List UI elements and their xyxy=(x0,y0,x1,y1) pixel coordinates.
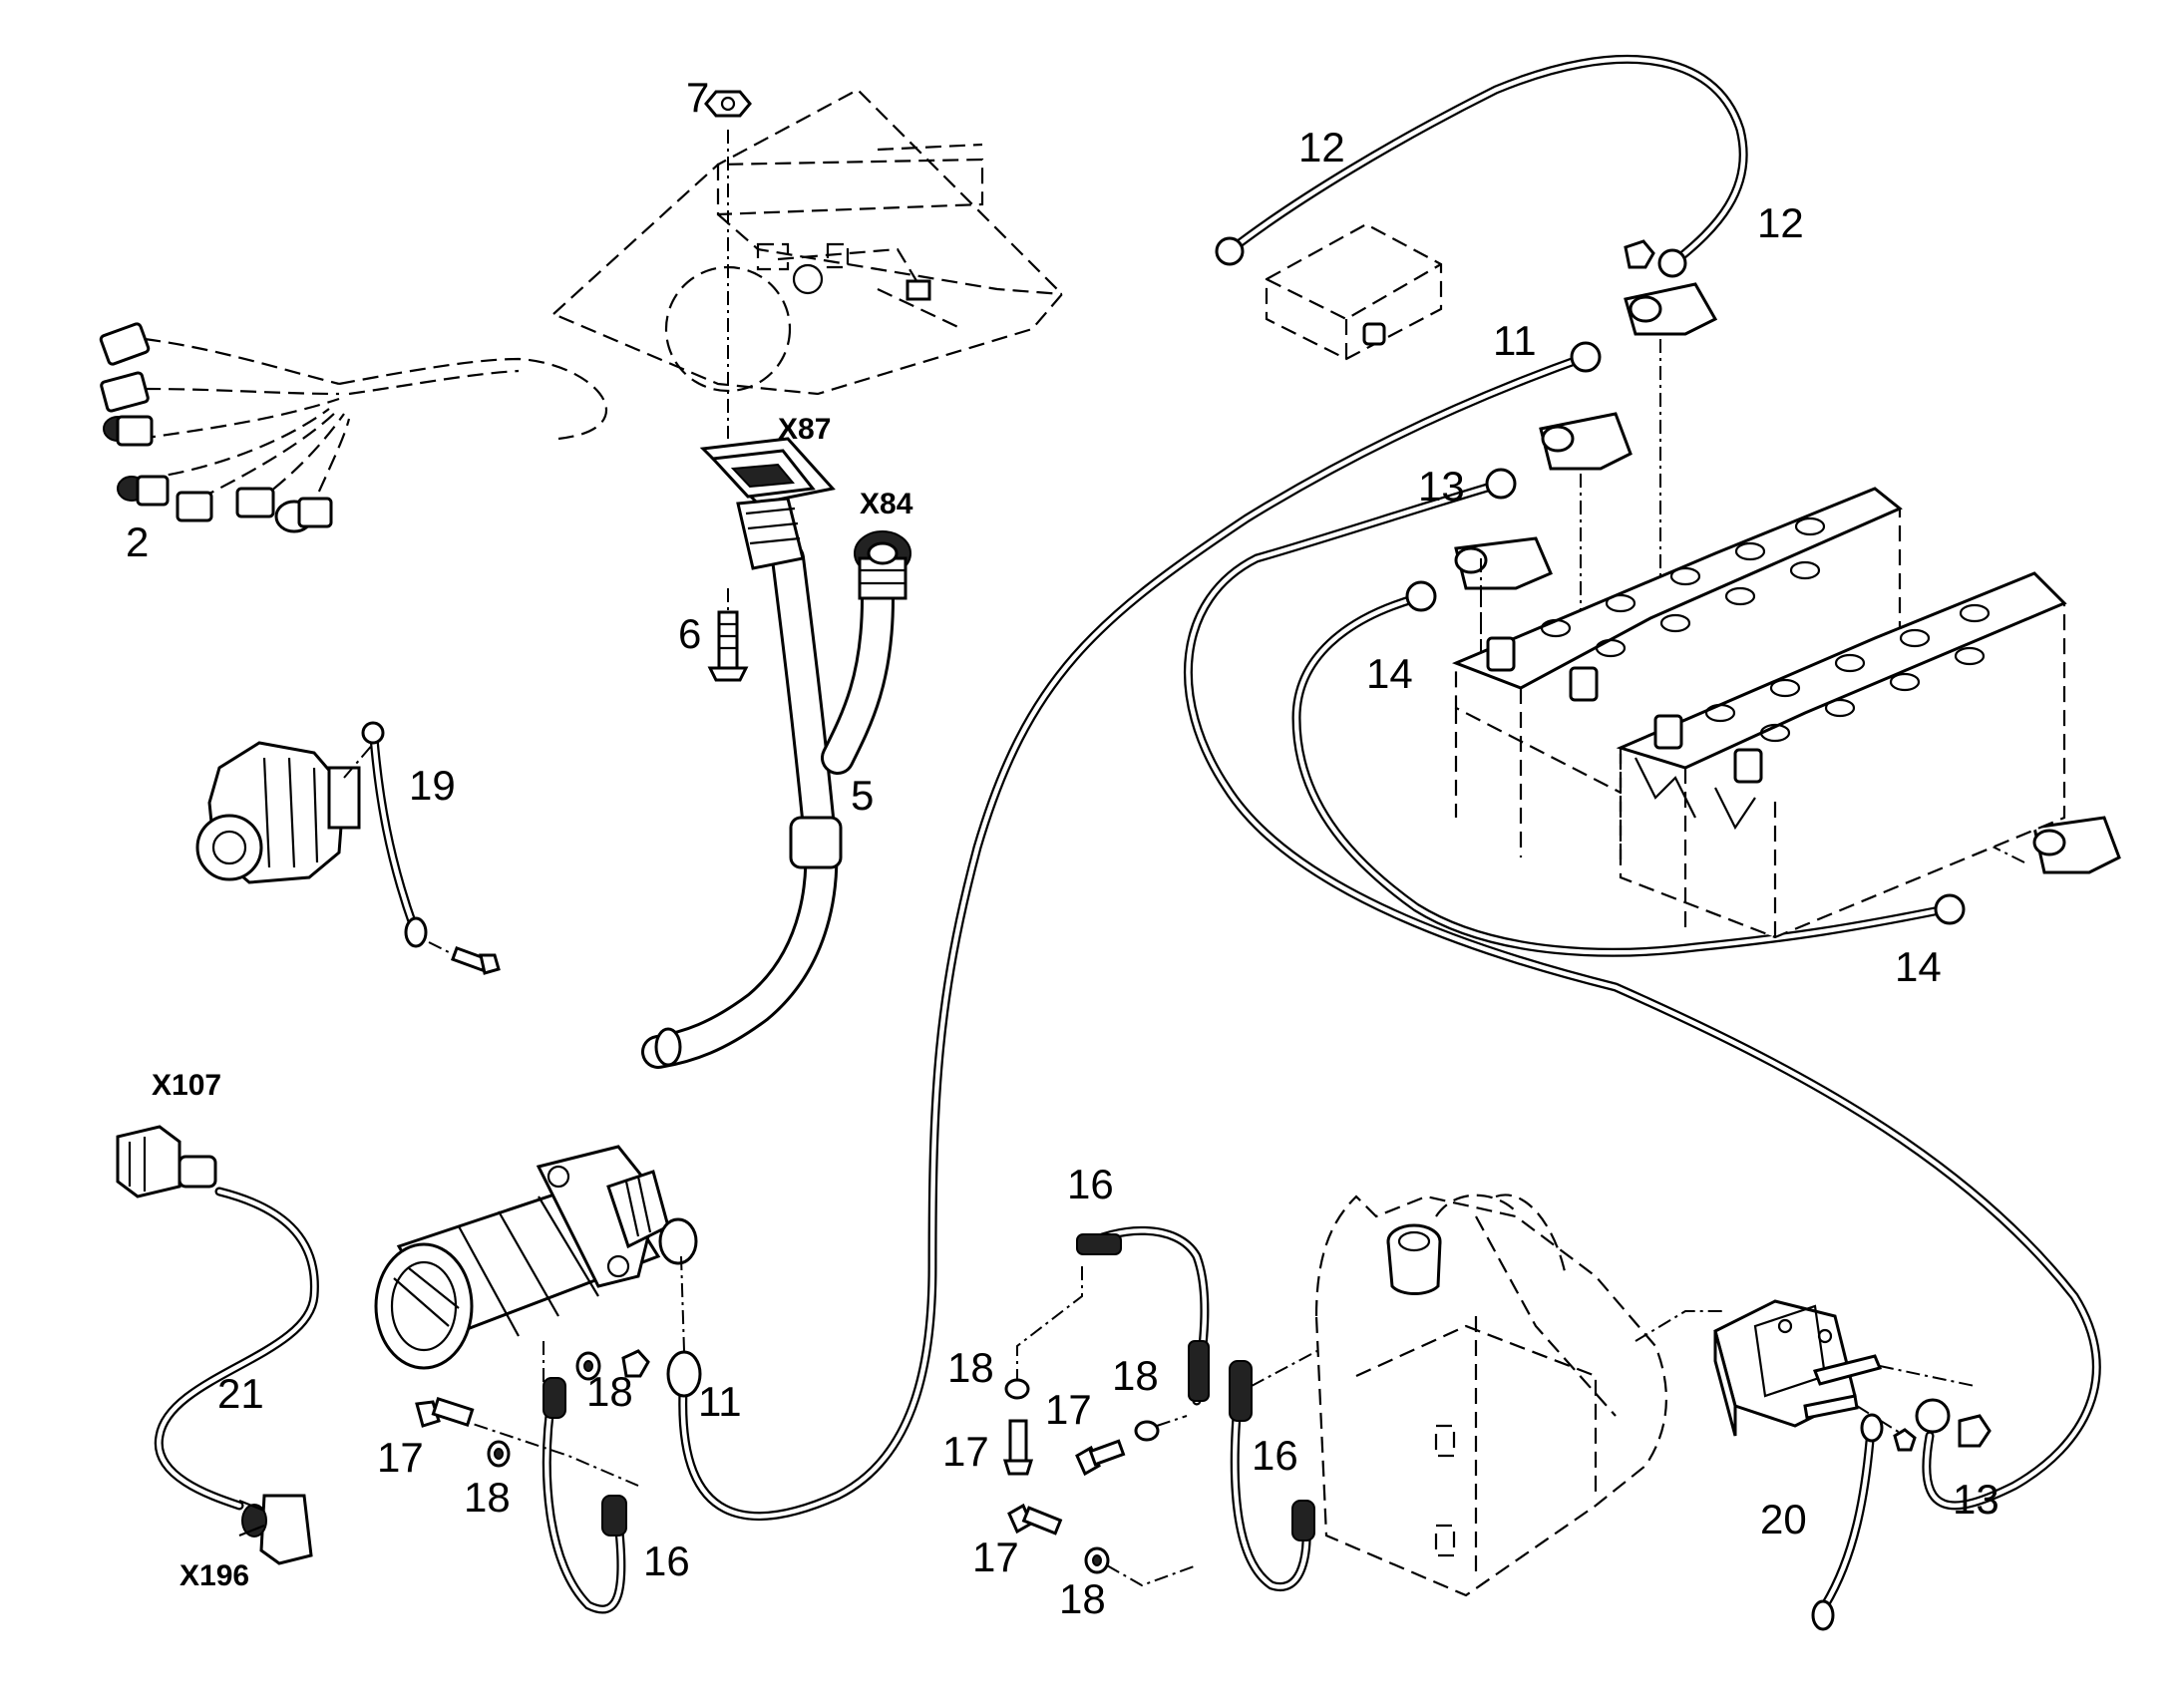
label-part-18-e: 18 xyxy=(1059,1575,1106,1622)
label-part-16-b: 16 xyxy=(643,1537,690,1584)
battery-cable-11 xyxy=(666,341,1602,1522)
label-connector-x196: X196 xyxy=(180,1559,249,1592)
label-part-7: 7 xyxy=(686,74,709,121)
connector-x87 xyxy=(699,437,836,570)
label-part-17-c: 17 xyxy=(942,1428,989,1475)
label-part-18-a: 18 xyxy=(586,1368,633,1415)
battery-cable-12 xyxy=(1215,54,1748,278)
harness-5 xyxy=(641,541,895,1069)
label-part-14-b: 14 xyxy=(1895,943,1942,990)
label-part-18-c: 18 xyxy=(947,1344,994,1391)
washer-18-middle xyxy=(1004,1378,1030,1400)
alternator xyxy=(195,741,361,884)
ground-strap-16-right xyxy=(1229,1360,1315,1591)
battery-front xyxy=(1616,571,2067,939)
label-part-6: 6 xyxy=(678,610,701,657)
connector-x84 xyxy=(854,530,911,600)
mounting-plate xyxy=(550,88,1064,396)
harness-2 xyxy=(99,322,608,533)
label-part-20: 20 xyxy=(1760,1496,1807,1542)
bolt-17-lower xyxy=(1007,1503,1063,1536)
nut-12 xyxy=(1624,239,1655,269)
fuel-tank xyxy=(1314,1194,1667,1597)
screw-6 xyxy=(707,610,749,682)
label-connector-x107: X107 xyxy=(152,1069,221,1102)
label-part-13-b: 13 xyxy=(1953,1476,1999,1523)
label-part-17-b: 17 xyxy=(1045,1386,1092,1433)
terminal-clamp-lower xyxy=(1454,536,1553,638)
nut-7 xyxy=(704,90,752,118)
terminal-clamp-upper xyxy=(1624,282,1718,718)
sensor-harness-21 xyxy=(116,1125,319,1565)
label-part-5: 5 xyxy=(851,772,874,819)
label-part-12-b: 12 xyxy=(1757,199,1804,246)
label-connector-x84: X84 xyxy=(860,488,913,520)
label-part-17-d: 17 xyxy=(972,1534,1019,1580)
battery-cable-13 xyxy=(1183,468,2101,1511)
label-part-11-b: 11 xyxy=(698,1378,742,1425)
cable-20 xyxy=(1811,1413,1884,1631)
label-part-12-a: 12 xyxy=(1298,124,1345,171)
label-part-17-a: 17 xyxy=(377,1434,424,1481)
label-part-14-a: 14 xyxy=(1366,650,1413,697)
battery-cable-14 xyxy=(1291,580,1966,957)
bolt-17-middle xyxy=(1075,1439,1126,1477)
nut-18-starter xyxy=(621,1349,650,1378)
label-part-19: 19 xyxy=(409,762,456,809)
ground-strap-16-starter xyxy=(542,1377,627,1614)
ground-strap-16-middle xyxy=(1076,1225,1210,1406)
label-part-13-a: 13 xyxy=(1418,463,1465,510)
starter-motor xyxy=(374,1145,698,1370)
label-part-2: 2 xyxy=(126,518,149,565)
label-part-18-d: 18 xyxy=(1112,1352,1159,1399)
battery-isolator-box xyxy=(1265,222,1443,361)
label-part-16-a: 16 xyxy=(1067,1161,1114,1207)
nut-20 xyxy=(1893,1428,1917,1452)
label-part-21: 21 xyxy=(217,1370,264,1417)
label-part-16-c: 16 xyxy=(1252,1432,1298,1479)
solenoid-relay xyxy=(1713,1299,1883,1437)
bolt-13-relay xyxy=(1958,1414,1992,1448)
label-part-11-a: 11 xyxy=(1493,317,1537,364)
bolt-17-middle-vertical xyxy=(1002,1419,1034,1476)
label-part-18-b: 18 xyxy=(464,1474,511,1521)
part-labels: 7 12 12 11 13 14 14 2 6 5 19 21 16 18 11… xyxy=(126,74,1999,1622)
bolt-19 xyxy=(450,945,501,975)
bolt-17-starter xyxy=(415,1396,475,1428)
ground-strap-19 xyxy=(361,721,428,948)
label-connector-x87: X87 xyxy=(778,413,831,446)
